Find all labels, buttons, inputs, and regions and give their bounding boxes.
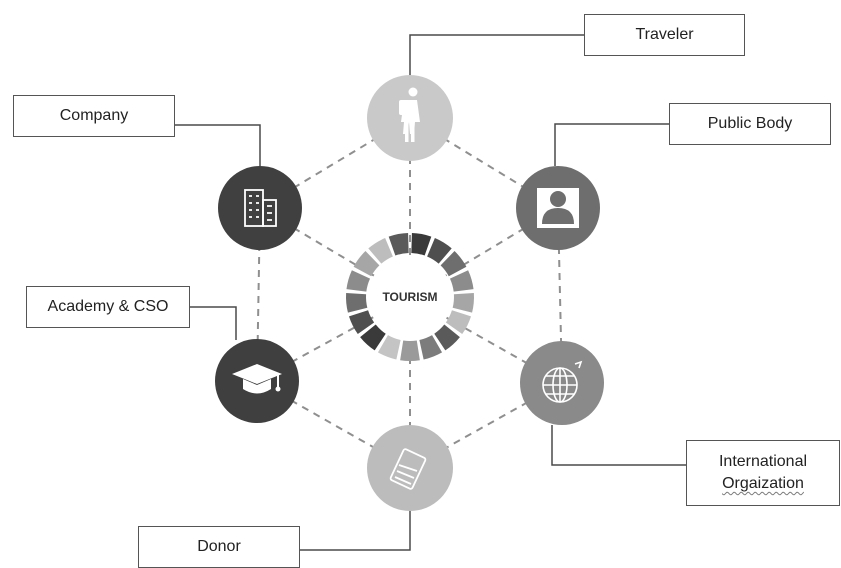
academy-cso-label-box: Academy & CSO [26,286,190,328]
connector-donor [300,511,411,551]
ring-segment [434,324,460,351]
international-label-line2: Orgaization [722,475,804,492]
traveler-node[interactable] [367,75,453,161]
company-label: Company [59,106,129,124]
international-organization-label-box: International Orgaization [686,440,840,506]
ring-segment [452,293,474,313]
donor-label-box: Donor [138,526,300,568]
traveler-label-box: Traveler [584,14,745,56]
ring-segment [360,324,386,351]
ring-segment [427,238,452,264]
company-label-box: Company [13,95,175,137]
ring-segment [368,238,393,264]
graduation-cap-icon [232,364,282,394]
ring-segment [411,233,432,256]
center-label: TOURISM [382,290,437,304]
ticket-icon [389,448,427,490]
public-body-label: Public Body [707,114,793,132]
ring-segment [440,251,467,277]
ring-segment [348,310,375,335]
segmented-ring [346,233,474,361]
person-icon [537,188,579,228]
connector-international [551,425,686,466]
connector-academy [190,306,237,340]
connector-company [175,124,261,166]
ring-segment [346,293,368,313]
academy-cso-node[interactable] [215,339,299,423]
traveler-label: Traveler [635,25,694,43]
ring-segment [388,233,409,256]
ring-segment [346,270,371,292]
label-connectors [175,34,686,551]
public-body-label-box: Public Body [669,103,831,145]
international-circle [520,341,604,425]
center-disc [368,255,452,339]
company-node[interactable] [218,166,302,250]
company-circle [218,166,302,250]
ring-segment [419,335,443,360]
international-organization-node[interactable] [520,341,604,425]
academy-cso-label: Academy & CSO [47,297,169,315]
globe-icon [542,360,583,403]
donor-node[interactable] [367,425,453,511]
connector-traveler [409,34,584,75]
donor-label: Donor [197,537,241,555]
ring-segment [377,335,401,360]
ring-segment [400,340,420,361]
building-icon [244,189,277,227]
international-label-line1: International [718,452,808,470]
public-body-node[interactable] [516,166,600,250]
tourism-center: TOURISM [346,233,474,361]
connector-public-body [554,123,669,166]
ring-segment [449,270,474,292]
ring-segment [445,310,472,335]
ring-segment [353,251,380,277]
hiker-icon [399,87,420,142]
